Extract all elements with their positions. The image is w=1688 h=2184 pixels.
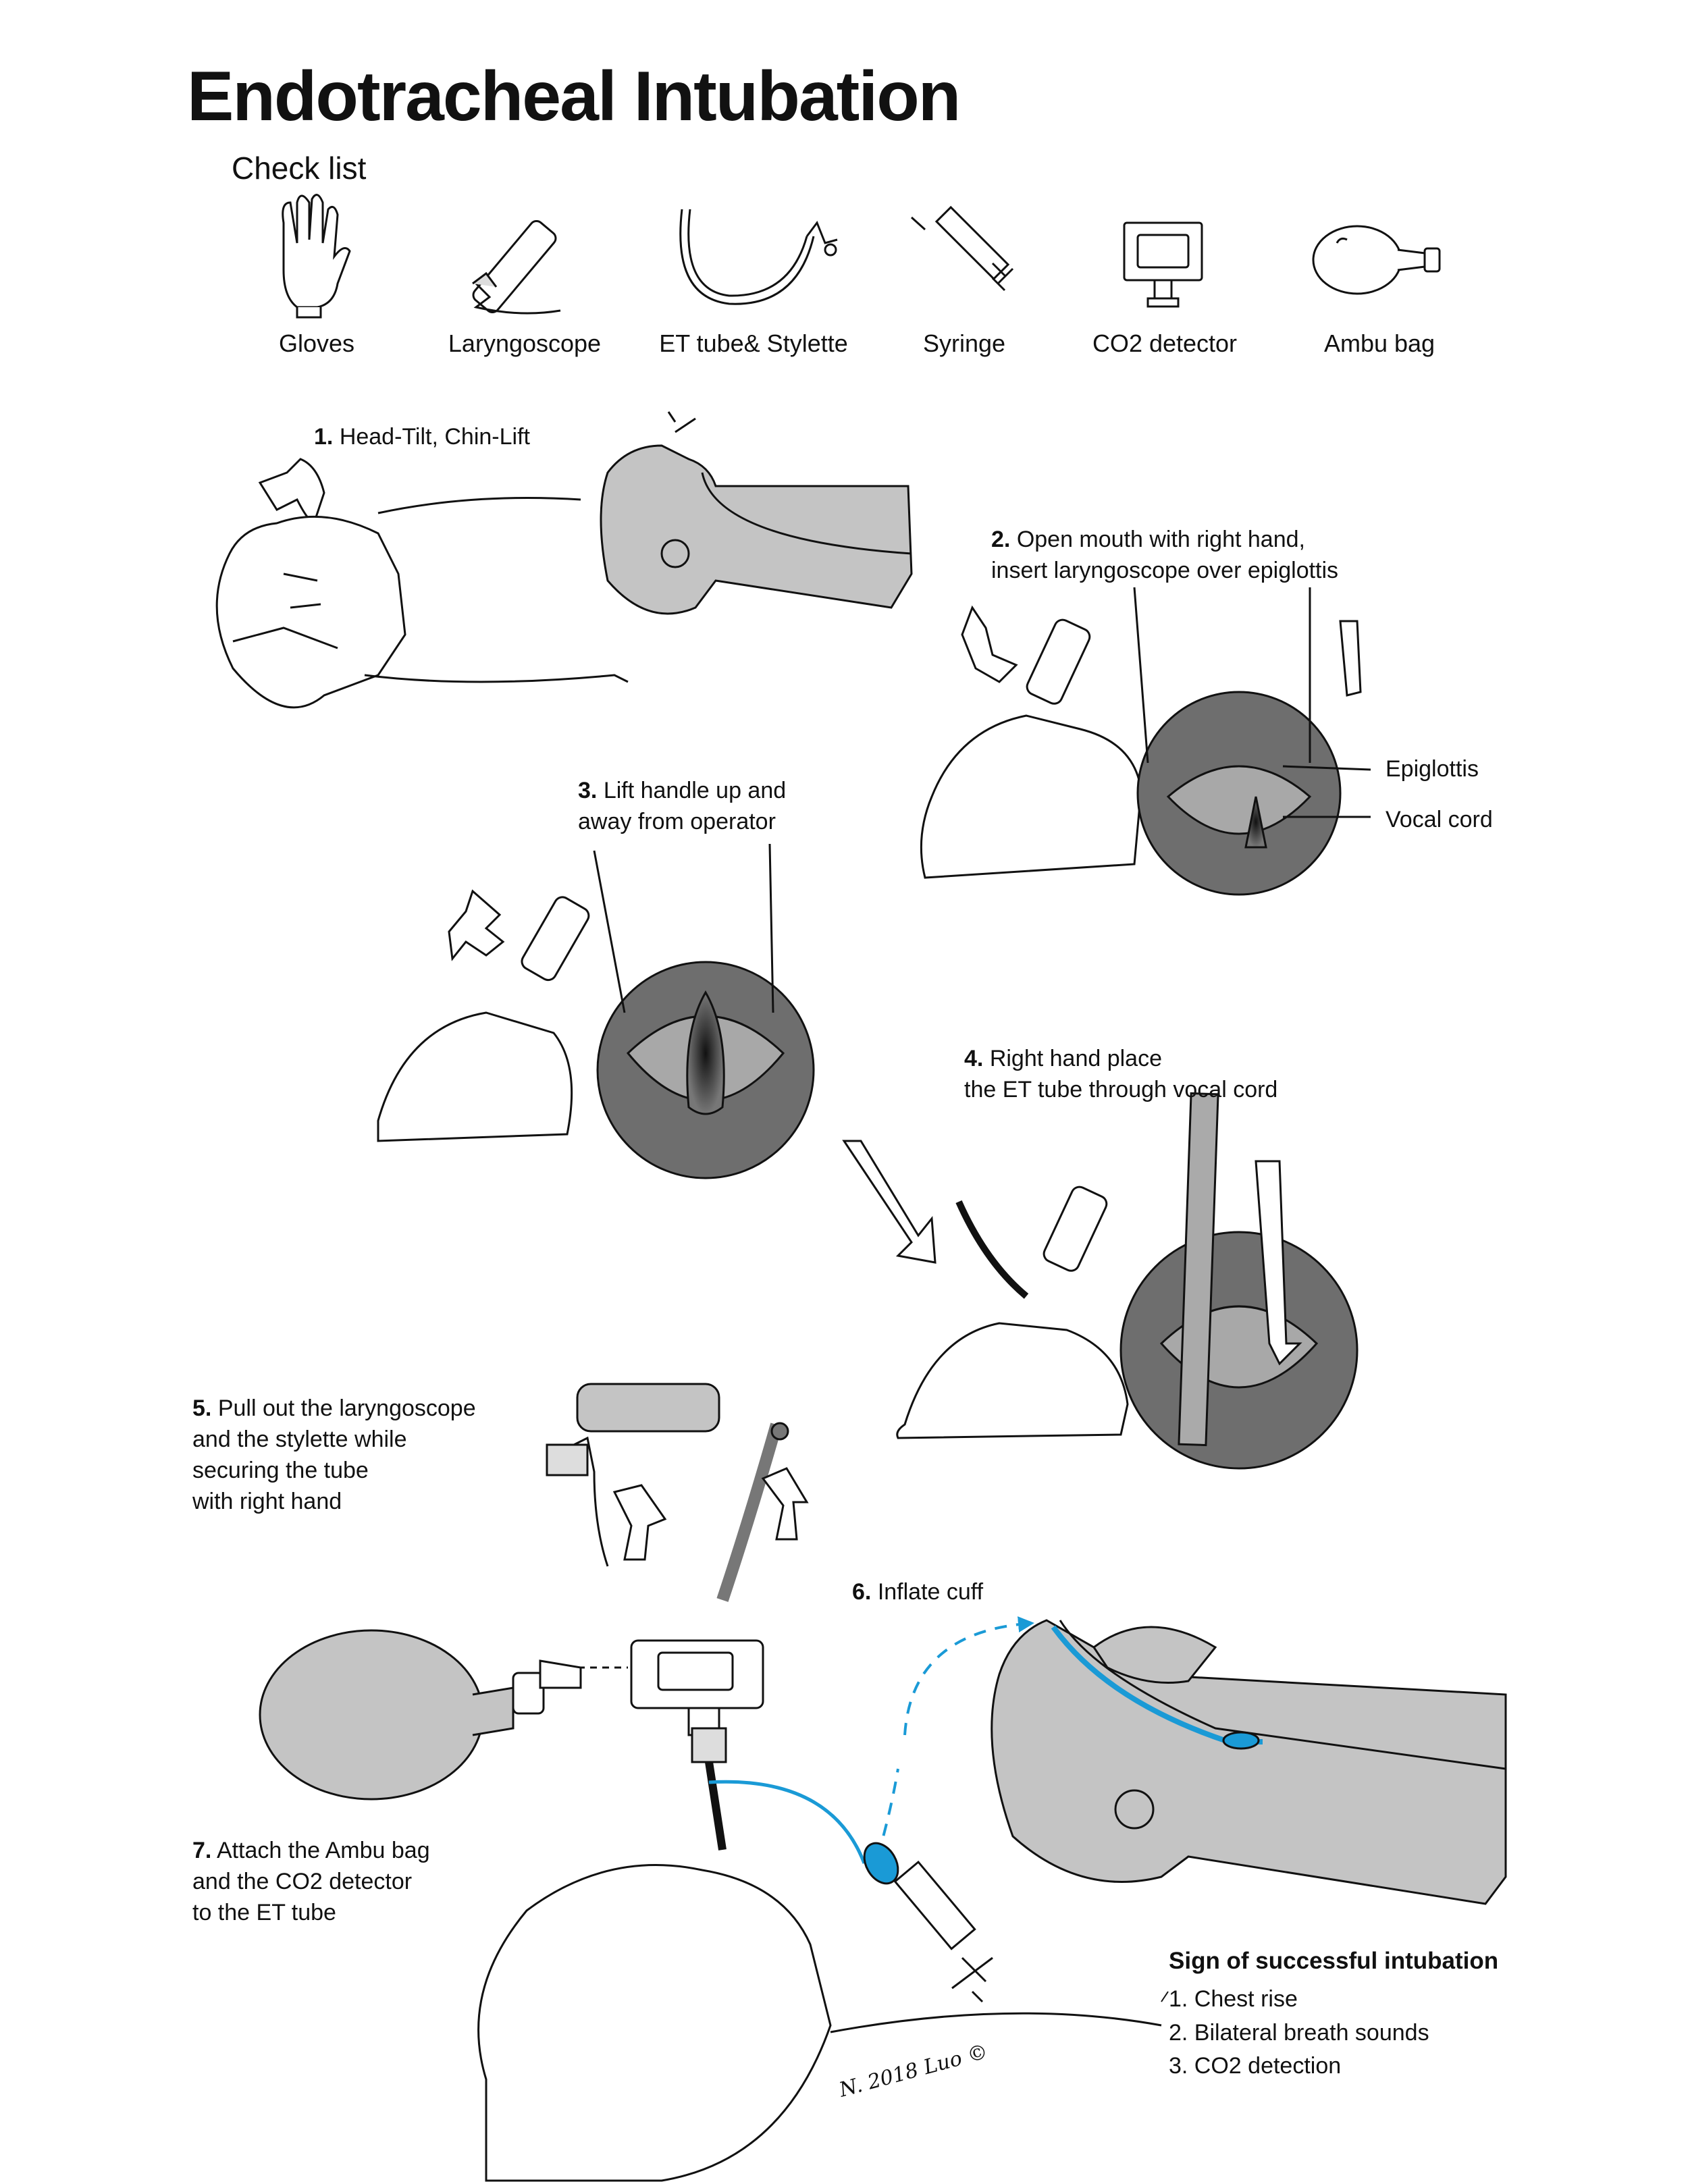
step-number: 3. (578, 778, 598, 803)
step-text: Head-Tilt, Chin-Lift (339, 424, 530, 450)
sign-item: 1. Chest rise (1169, 1986, 1298, 2012)
step-3-label: 3. Lift handle up and away from operator (578, 775, 786, 837)
step-text: Attach the Ambu bag (216, 1838, 430, 1863)
epiglottis-label: Epiglottis (1386, 756, 1479, 782)
sign-item: 2. Bilateral breath sounds (1169, 2020, 1429, 2046)
step-text: Right hand place (989, 1046, 1162, 1071)
step-text: the ET tube through vocal cord (964, 1077, 1278, 1102)
step-number: 4. (964, 1046, 984, 1071)
checklist-label-ambu-bag: Ambu bag (1323, 329, 1435, 357)
step-number: 7. (192, 1838, 212, 1863)
checklist-label-syringe: Syringe (922, 329, 1006, 357)
step-text: and the stylette while (192, 1427, 407, 1452)
step-1-label: 1. Head-Tilt, Chin-Lift (314, 421, 530, 452)
step-6-label: 6. Inflate cuff (852, 1576, 983, 1607)
step-text: Pull out the laryngoscope (217, 1395, 476, 1421)
page-title: Endotracheal Intubation (187, 57, 961, 136)
step-text: Inflate cuff (877, 1579, 984, 1605)
step-4-label: 4. Right hand place the ET tube through … (964, 1043, 1277, 1105)
signs-title: Sign of successful intubation (1169, 1948, 1499, 1974)
step7-illustration (259, 1629, 1162, 2182)
checklist-label-laryngoscope: Laryngoscope (448, 329, 602, 357)
checklist-title: Check list (232, 151, 367, 186)
co2-detector-icon (1123, 221, 1203, 308)
step-7-label: 7. Attach the Ambu bag and the CO2 detec… (192, 1835, 430, 1928)
step-2-label: 2. Open mouth with right hand, insert la… (991, 524, 1338, 586)
step-text: securing the tube (192, 1458, 369, 1483)
step-text: with right hand (192, 1489, 342, 1514)
step2-illustration (920, 587, 1371, 896)
step-text: Open mouth with right hand, (1016, 527, 1305, 552)
step4-illustration (842, 1092, 1359, 1470)
step-text: away from operator (578, 809, 776, 834)
vocal-cord-label: Vocal cord (1386, 807, 1493, 832)
step-number: 2. (991, 527, 1011, 552)
step6-illustration (876, 1616, 1507, 1905)
step-number: 1. (314, 424, 334, 450)
ambu-bag-icon (1312, 225, 1441, 295)
step-text: and the CO2 detector (192, 1869, 413, 1894)
sign-item: 3. CO2 detection (1169, 2053, 1342, 2079)
step-text: insert laryngoscope over epiglottis (991, 558, 1339, 583)
step-number: 6. (852, 1579, 872, 1605)
step1-illustration (215, 411, 913, 709)
checklist-label-gloves: Gloves (278, 329, 355, 357)
step5-illustration (546, 1383, 809, 1602)
step-5-label: 5. Pull out the laryngoscope and the sty… (192, 1393, 476, 1517)
et-tube-icon (679, 209, 838, 305)
step-text: to the ET tube (192, 1900, 336, 1925)
step3-illustration (377, 843, 815, 1179)
checklist-label-co2-detector: CO2 detector (1092, 329, 1238, 357)
gloves-icon (282, 194, 351, 319)
step-number: 5. (192, 1395, 212, 1421)
laryngoscope-icon (472, 219, 561, 315)
step-text: Lift handle up and (603, 778, 787, 803)
checklist-label-et-tube: ET tube& Stylette (659, 329, 848, 357)
syringe-icon (910, 205, 1014, 292)
